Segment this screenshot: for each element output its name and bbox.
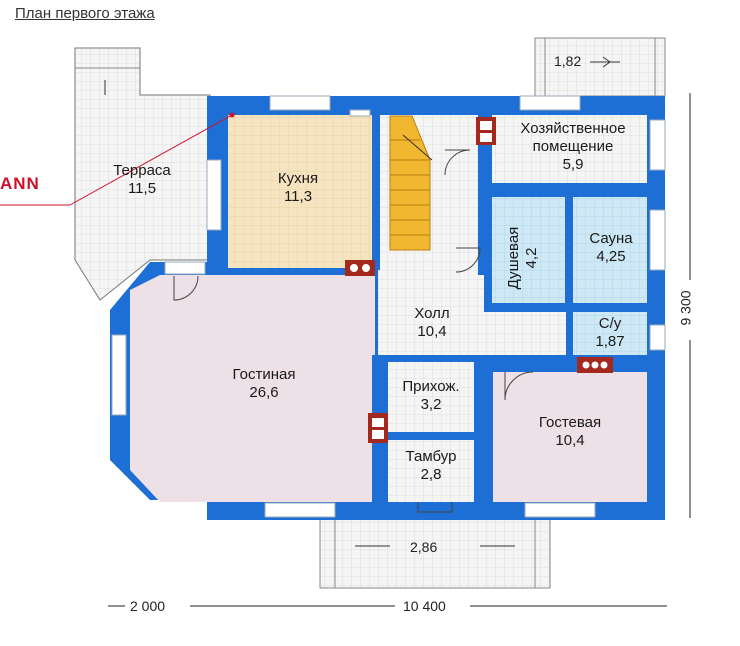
dim-width-left: 2 000 (130, 598, 166, 614)
windows (111, 95, 666, 518)
house-walls (110, 96, 665, 520)
dimension-lines (108, 93, 691, 607)
dim-height-total: 9 300 (677, 290, 694, 326)
page-title: План первого этажа (15, 5, 155, 22)
dim-porch-bottom: 2,86 (410, 539, 438, 555)
porch-bottom (319, 517, 551, 589)
stoves (345, 117, 613, 443)
brand-leader (0, 112, 235, 206)
doors (173, 149, 534, 513)
porch-top (534, 37, 666, 97)
staircase (389, 115, 433, 251)
dim-width-main: 10 400 (403, 598, 446, 614)
entry-label: Прихож.3,2 (402, 378, 460, 413)
brand-watermark: ANN (0, 174, 40, 193)
dim-porch-top: 1,82 (554, 53, 582, 69)
